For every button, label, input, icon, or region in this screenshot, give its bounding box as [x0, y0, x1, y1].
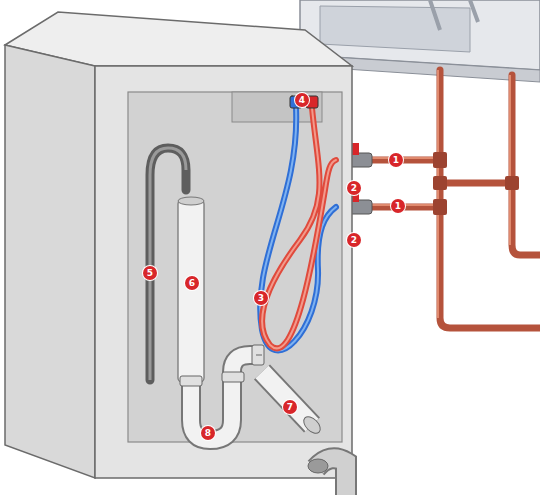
drain-standpipe	[178, 197, 204, 382]
sewer-elbow	[308, 458, 346, 495]
pipe-highlights	[372, 70, 510, 318]
callout-number: 2	[347, 233, 361, 247]
callout-number: 7	[283, 400, 297, 414]
water-pipes	[372, 70, 540, 328]
callout-number: 8	[201, 426, 215, 440]
callout-number: 3	[254, 291, 268, 305]
inlet-hoses	[260, 96, 336, 350]
washing-machine	[5, 12, 352, 478]
callout-number: 1	[389, 153, 403, 167]
callout-number: 6	[185, 276, 199, 290]
siphon-trap	[180, 345, 323, 440]
pipe-tees	[433, 152, 519, 215]
callout-number: 2	[347, 181, 361, 195]
callout-number: 5	[143, 266, 157, 280]
callout-number: 1	[391, 199, 405, 213]
callout-number: 4	[295, 93, 309, 107]
